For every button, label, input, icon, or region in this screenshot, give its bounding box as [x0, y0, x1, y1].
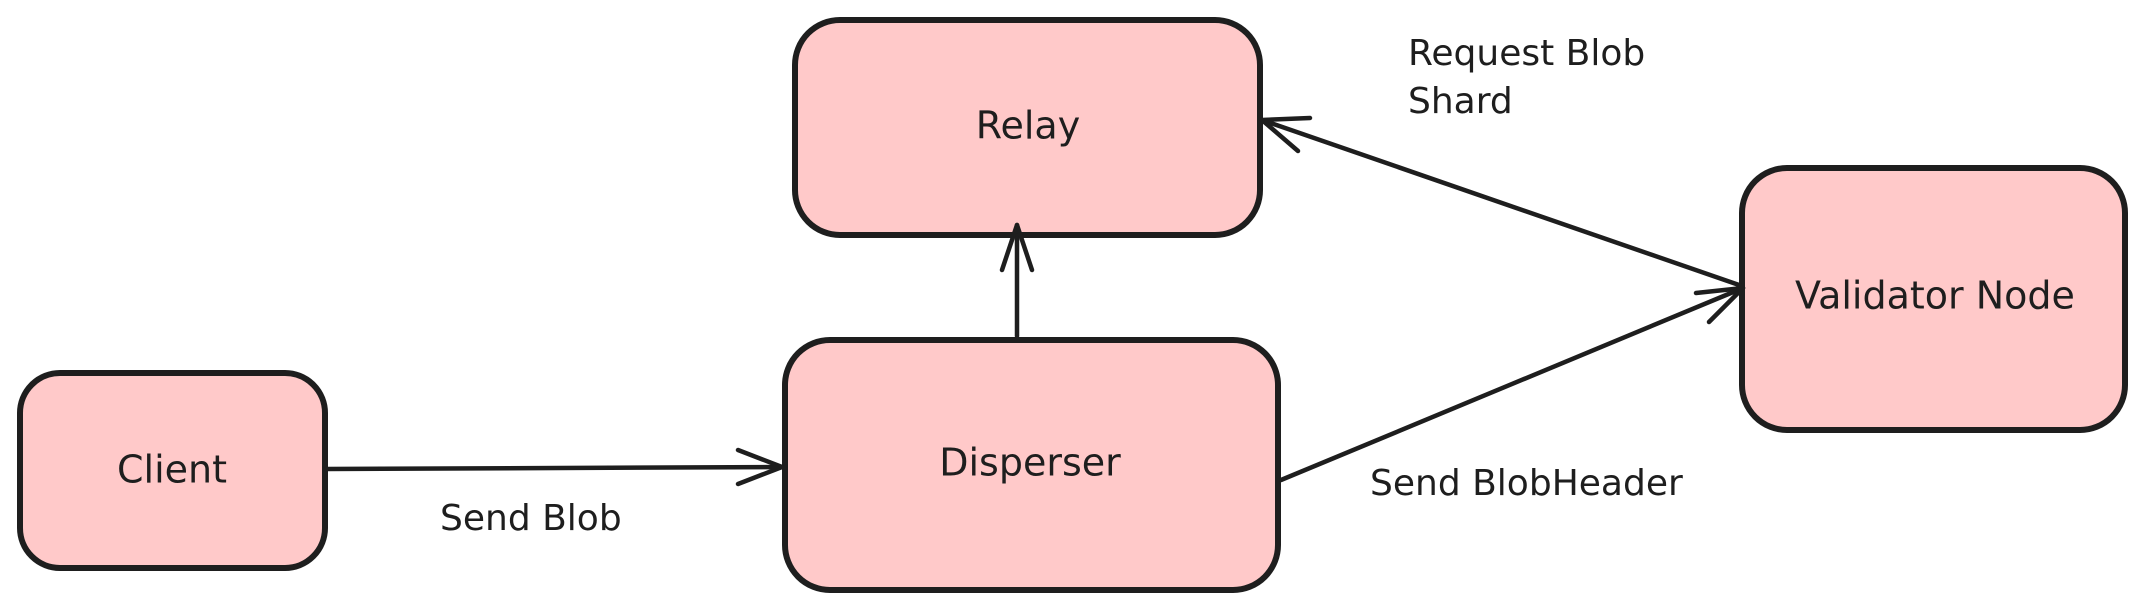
relay-label: Relay: [976, 104, 1080, 148]
relay-box: [792, 17, 1263, 238]
arrow-line: [323, 464, 785, 472]
arrow-head: [735, 447, 785, 487]
send-blob-header-label: Send BlobHeader: [1370, 463, 1683, 504]
edge-disperser-to-relay: [999, 222, 1035, 339]
disperser-box: [782, 337, 1281, 593]
edge-disperser-to-validator: [1278, 285, 1746, 483]
request-blob-label-line1: Request Blob: [1408, 33, 1645, 74]
arrow-line: [1278, 285, 1746, 483]
disperser-label: Disperser: [939, 441, 1121, 485]
relay-node[interactable]: Relay: [792, 17, 1263, 238]
send-blob-label: Send Blob: [440, 498, 622, 539]
arrow-line: [1259, 117, 1745, 289]
arrow-head: [999, 222, 1035, 273]
validator-label: Validator Node: [1795, 274, 2075, 318]
edge-client-to-disperser: [323, 447, 785, 487]
arrow-head: [1259, 115, 1313, 154]
client-label: Client: [117, 448, 227, 492]
client-node[interactable]: Client: [17, 370, 328, 571]
validator-node[interactable]: Validator Node: [1739, 165, 2128, 433]
validator-box: [1739, 165, 2128, 433]
edge-validator-to-relay: [1259, 115, 1745, 289]
request-blob-label-line2: Shard: [1408, 81, 1513, 122]
disperser-node[interactable]: Disperser: [782, 337, 1281, 593]
